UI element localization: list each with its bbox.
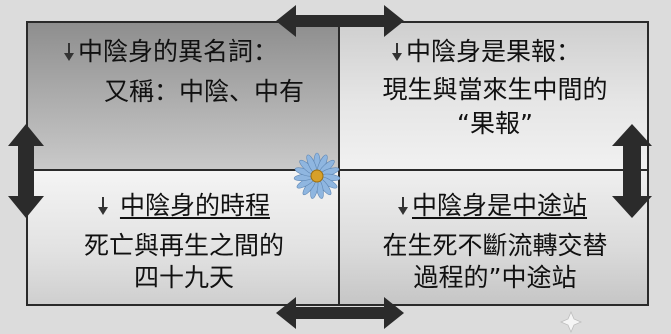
quadrant-text-line: 又稱：中陰、中有 bbox=[104, 77, 305, 106]
double-headed-arrow-icon bbox=[8, 124, 44, 218]
double-headed-arrow-icon bbox=[276, 5, 404, 37]
quadrant-aliases: 中陰身的異名詞： 又稱：中陰、中有 bbox=[26, 21, 340, 171]
double-headed-arrow-icon bbox=[612, 124, 652, 218]
quadrant-waystation: 中陰身是中途站 在生死不斷流轉交替 過程的”中途站 bbox=[338, 169, 649, 306]
down-arrow-bullet-icon bbox=[64, 43, 74, 61]
down-arrow-bullet-icon bbox=[392, 43, 402, 61]
down-arrow-bullet-icon bbox=[98, 197, 108, 215]
quadrant-text-line: 在生死不斷流轉交替 bbox=[382, 231, 608, 260]
double-headed-arrow-icon bbox=[276, 297, 404, 329]
quadrant-karmic-result: 中陰身是果報： 現生與當來生中間的 “果報” bbox=[338, 21, 649, 171]
quadrant-heading: 中陰身是果報： bbox=[390, 37, 581, 67]
quadrant-text-line: 死亡與再生之間的 bbox=[83, 231, 284, 260]
sparkle-icon bbox=[559, 310, 583, 334]
quadrant-heading: 中陰身是中途站 bbox=[396, 191, 587, 221]
quadrant-text-line: “果報” bbox=[457, 109, 533, 138]
quadrant-text-line: 現生與當來生中間的 bbox=[382, 75, 608, 104]
flower-icon bbox=[293, 152, 341, 199]
quadrant-timeline: 中陰身的時程 死亡與再生之間的 四十九天 bbox=[26, 169, 340, 306]
quadrant-text-line: 四十九天 bbox=[133, 263, 234, 292]
down-arrow-bullet-icon bbox=[398, 197, 408, 215]
quadrant-heading: 中陰身的異名詞： bbox=[62, 37, 278, 67]
quadrant-text-line: 過程的”中途站 bbox=[413, 263, 577, 292]
quadrant-heading: 中陰身的時程 bbox=[96, 191, 270, 221]
